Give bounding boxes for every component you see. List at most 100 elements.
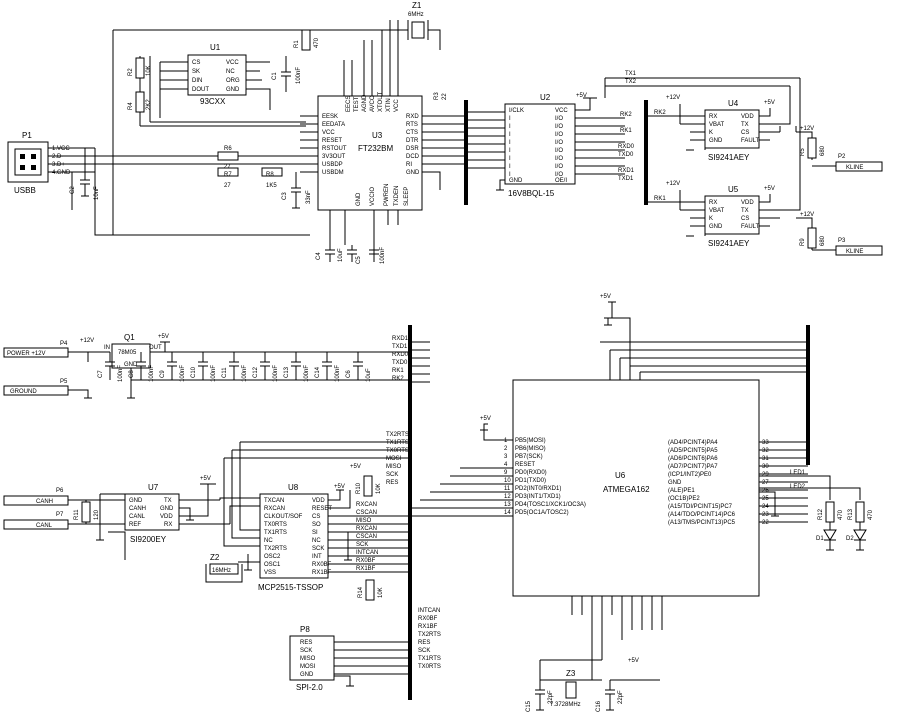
r11-val: 120 [94, 509, 100, 520]
u6-left-pin-number: 2 [504, 446, 508, 452]
bus-signal-label: RX1BF [418, 624, 438, 630]
bus-signal-label: RES [418, 640, 430, 646]
u6-left-pin-number: 14 [504, 510, 511, 516]
u3-pin-usbdp: USBDP [322, 162, 343, 168]
led-d2: D2 [846, 522, 867, 551]
capacitor-c16: C16 22pF [596, 680, 624, 712]
u3-pin-cts: CTS [406, 130, 418, 136]
can-wires [68, 493, 126, 560]
u6-right-pin-number: 33 [762, 440, 769, 446]
z1-wires [380, 20, 441, 50]
p1-pin-3: 3.D+ [52, 162, 65, 168]
bus-signal-label: TX1RTS [418, 656, 441, 662]
q1-name: 78M05 [118, 350, 137, 356]
u4-pin-tx: TX [741, 122, 749, 128]
u6-body [512, 379, 760, 597]
resistor-r6: R6 27 [217, 146, 239, 170]
u3-pin-vccio: VCCIO [370, 187, 376, 206]
u6-right-pin-number: 30 [762, 464, 769, 470]
can-signal-label: CSCAN [356, 534, 377, 540]
capacitor-c4: C4 10uF [316, 245, 344, 262]
cap-ref: C7 [98, 370, 104, 378]
cap-symbol [105, 352, 115, 380]
p7-ref: P7 [56, 512, 64, 518]
q1-ref: Q1 [124, 333, 135, 342]
u5-pin-cs: CS [741, 216, 749, 222]
u7-wires [179, 483, 260, 525]
usb-pin-icon [31, 154, 36, 159]
u6-power-wires [604, 301, 631, 380]
c16-symbol [605, 680, 615, 711]
u8-plus5-b: +5V [334, 484, 345, 490]
u8-left-pin-label: OSC1 [264, 562, 281, 568]
z1-val: 6MHz [408, 12, 424, 18]
usb-connector-p1: P1 USBB 1.VCC 2.D- 3.D+ 4.GND [7, 131, 71, 195]
p8-pin-label: RES [300, 640, 312, 646]
r1-val: 470 [314, 37, 320, 48]
u6-right-pin-label: GND [668, 480, 682, 486]
u6-right-pin-label: (ICP1/INT2)PE0 [668, 472, 712, 478]
u8-right-pin-label: SI [312, 530, 318, 536]
c2-val: 10nF [94, 186, 100, 200]
u6-left-pin-label: RESET [515, 462, 535, 468]
u8-left-pins: TXCANRXCANCLKOUT/SOFTX0RTSTX1RTSNCTX2RTS… [264, 498, 303, 576]
u3-pin-test: TEST [354, 96, 360, 112]
u8-left-pin-label: RXCAN [264, 506, 285, 512]
led-d1: D1 [816, 522, 837, 551]
u5-pin-vdd: VDD [741, 200, 754, 206]
u6-right-pin-number: 24 [762, 504, 769, 510]
u4-wires [646, 86, 813, 160]
cap-ref: C9 [160, 370, 166, 378]
u5-wires [646, 78, 813, 250]
sig-rk2: RK2 [620, 112, 632, 118]
p7-name: CANL [36, 523, 53, 529]
u8-left-pin-label: TX1RTS [264, 530, 287, 536]
sig-tx2: TX2 [625, 79, 637, 85]
u4-name: SI9241AEY [708, 153, 750, 162]
r7-val: 27 [224, 183, 231, 189]
ground-connector-p5: P5 GROUND [3, 379, 69, 396]
u2-left-6: I [509, 148, 511, 154]
r10-body [363, 475, 373, 497]
cap-ref: C13 [284, 366, 290, 378]
p8-name: SPI-2.0 [296, 683, 323, 692]
top-bus-left-wires [440, 111, 505, 169]
u3-pin-gnd: GND [406, 170, 420, 176]
resistor-r14: R14 10K [358, 579, 384, 601]
pal-u2: U2 I/CLK I I I I I I I I GND VCC I/O I/O… [504, 93, 587, 198]
u2-left-3: I [509, 124, 511, 130]
u7-pin-rx: RX [164, 522, 172, 528]
sig-rxd0: RXD0 [618, 144, 635, 150]
u5-pin-vbat: VBAT [709, 208, 725, 214]
q1-in: IN [104, 345, 110, 351]
vcc-wire [94, 148, 310, 236]
u8-right-pin-label: SO [312, 522, 321, 528]
u2-name: 16V8BQL-15 [508, 189, 555, 198]
resistor-r9: R9 680 [800, 227, 826, 249]
r14-body [365, 579, 375, 601]
u4-pin-gnd: GND [709, 138, 723, 144]
u4-body [704, 109, 760, 149]
r3-ref: R3 [434, 92, 440, 100]
cap-val: 100nF [180, 365, 186, 382]
u2-left-10: GND [509, 178, 523, 184]
kline-connector-p2: P2 KLINE [812, 154, 883, 172]
u8-left-pin-label: VSS [264, 570, 276, 576]
sig-txd0: TXD0 [618, 152, 634, 158]
u6-right-pin-label: (AD4/PCINT4)PA4 [668, 440, 718, 446]
z2-body [209, 563, 239, 575]
u3-pin-ri: RI [406, 162, 412, 168]
u2-body [504, 103, 576, 185]
u1-pin-vcc: VCC [226, 60, 239, 66]
p2-name: KLINE [846, 165, 863, 171]
u6-right-pin-label: (AD7/PCINT7)PA7 [668, 464, 718, 470]
resistor-r11: R11 120 [74, 501, 100, 523]
r9-ref: R9 [800, 238, 806, 246]
z3-ref: Z3 [566, 669, 576, 678]
u7-pin-gnd: GND [129, 498, 143, 504]
r4-val: 2K2 [146, 99, 152, 110]
